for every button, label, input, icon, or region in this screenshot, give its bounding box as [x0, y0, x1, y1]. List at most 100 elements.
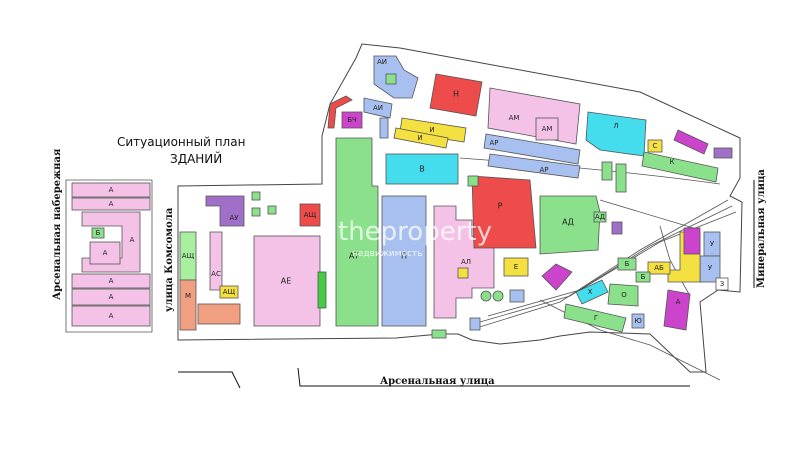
building-ai-lower: [363, 97, 393, 119]
street-mineralnaya: Минеральная улица: [756, 169, 767, 288]
building-m-label: М: [185, 292, 191, 300]
building-small-green-2: [251, 207, 261, 217]
left-building-a-mid-label: А: [103, 249, 108, 257]
building-au-label: АУ: [229, 214, 239, 222]
building-z-label: З: [720, 280, 725, 288]
building-ash-red: [299, 203, 321, 227]
left-building-b: [91, 227, 105, 239]
building-ar-2: [487, 153, 581, 179]
building-round-2: [492, 290, 504, 302]
street-naberezhnaya: Арсенальная набережная: [52, 148, 63, 300]
building-ai-top-label: АИ: [377, 58, 387, 66]
building-diamond: [541, 263, 573, 291]
building-k: [641, 151, 719, 183]
building-ash-west-label: АЩ: [182, 252, 195, 260]
building-ab-2: [647, 261, 671, 275]
left-building-b-label: Б: [96, 229, 101, 237]
building-a-e: [663, 289, 691, 331]
building-v: [385, 153, 459, 185]
building-i-2: [393, 127, 449, 149]
building-g-label: Г: [594, 314, 598, 322]
building-i-2-label: И: [417, 134, 422, 142]
building-s: [647, 139, 663, 153]
center-buildings: АТ П В АЛ Р АД АД: [335, 137, 607, 327]
building-yu-label: Ю: [634, 317, 642, 325]
left-building-a-mid: [89, 241, 121, 265]
building-ae: [253, 235, 321, 327]
building-round-1: [480, 290, 492, 302]
building-ai-small: [379, 117, 389, 139]
building-al-label: АЛ: [461, 258, 471, 266]
building-o: [607, 283, 639, 307]
building-kh: [575, 279, 609, 305]
building-purple-ne: [713, 147, 733, 159]
building-v-label: В: [419, 165, 425, 174]
building-b-e2: [635, 271, 651, 283]
left-building-a-2-label: А: [109, 200, 114, 208]
building-ab-2-label: АБ: [654, 264, 664, 272]
left-building-a-4: [71, 273, 151, 289]
building-ar-2-label: АР: [539, 166, 548, 174]
building-bch: [341, 111, 363, 129]
building-i-1-label: И: [429, 126, 434, 134]
watermark-main: theproperty: [338, 217, 492, 247]
building-al: [433, 205, 495, 319]
building-am-2: [535, 117, 559, 141]
building-blue-small-s: [469, 317, 481, 331]
building-e-label: Е: [514, 263, 518, 271]
building-as-label: АС: [211, 270, 221, 278]
left-building-a-4-label: А: [109, 277, 114, 285]
building-bch-label: БЧ: [347, 116, 357, 124]
building-ai-green: [385, 73, 397, 85]
building-p: [381, 195, 427, 327]
building-m: [179, 279, 197, 331]
building-ad-small-label: АД: [595, 213, 606, 221]
building-l-label: Л: [613, 122, 618, 130]
building-ash-red-label: АЩ: [304, 211, 317, 219]
building-at: [335, 137, 379, 327]
building-o-label: О: [621, 291, 627, 299]
building-n-label: Н: [453, 90, 459, 99]
building-b-e2-label: Б: [641, 273, 646, 281]
left-block: А А А Б А А А А: [65, 179, 153, 333]
left-building-a-court-label: А: [130, 236, 135, 244]
building-k-label: К: [670, 158, 675, 166]
arsenalnaya-street-line-2: [297, 367, 690, 387]
building-purple-small: [611, 221, 623, 235]
building-r: [471, 175, 537, 249]
building-p-label: П: [401, 252, 407, 261]
building-green-n2: [601, 161, 613, 181]
building-e: [503, 257, 529, 277]
building-r-label: Р: [498, 202, 503, 211]
left-building-a-bottom: [71, 305, 151, 327]
building-ae-label: АЕ: [281, 277, 292, 286]
building-green-n3: [615, 163, 627, 193]
building-small-green-3: [267, 205, 277, 215]
building-s-label: С: [653, 142, 658, 150]
building-yellow-small: [457, 267, 469, 279]
east-buildings: У У АБ АБ Б Б А Ю Г О Х Е З: [431, 221, 729, 339]
building-green-strip: [317, 271, 327, 309]
building-z: [715, 277, 729, 291]
building-ad: [539, 195, 601, 255]
building-at-label: АТ: [349, 252, 359, 261]
building-as: [209, 231, 223, 291]
building-b-e-label: Б: [625, 260, 630, 268]
building-magenta-ne: [673, 129, 709, 155]
building-u-1-label: У: [710, 240, 715, 248]
building-magenta-e: [683, 227, 701, 255]
building-ai-lower-label: АИ: [373, 104, 383, 112]
building-kh-label: Х: [588, 288, 593, 296]
building-a-e-label: А: [676, 298, 681, 306]
arsenalnaya-street-line: [178, 371, 241, 389]
building-i-1: [399, 117, 467, 143]
left-building-a-5: [71, 288, 151, 306]
building-ar-1-label: АР: [489, 139, 498, 147]
building-ash-yellow: [219, 285, 239, 299]
building-l: [585, 111, 647, 157]
north-buildings: АИ АИ Н АМ АМ АР АР И И БЧ Л К С: [327, 55, 733, 193]
building-au: [205, 195, 245, 227]
building-am-2-label: АМ: [542, 125, 553, 133]
west-buildings: АУ АЩ АЩ АС М АЩ АЕ: [179, 191, 327, 331]
